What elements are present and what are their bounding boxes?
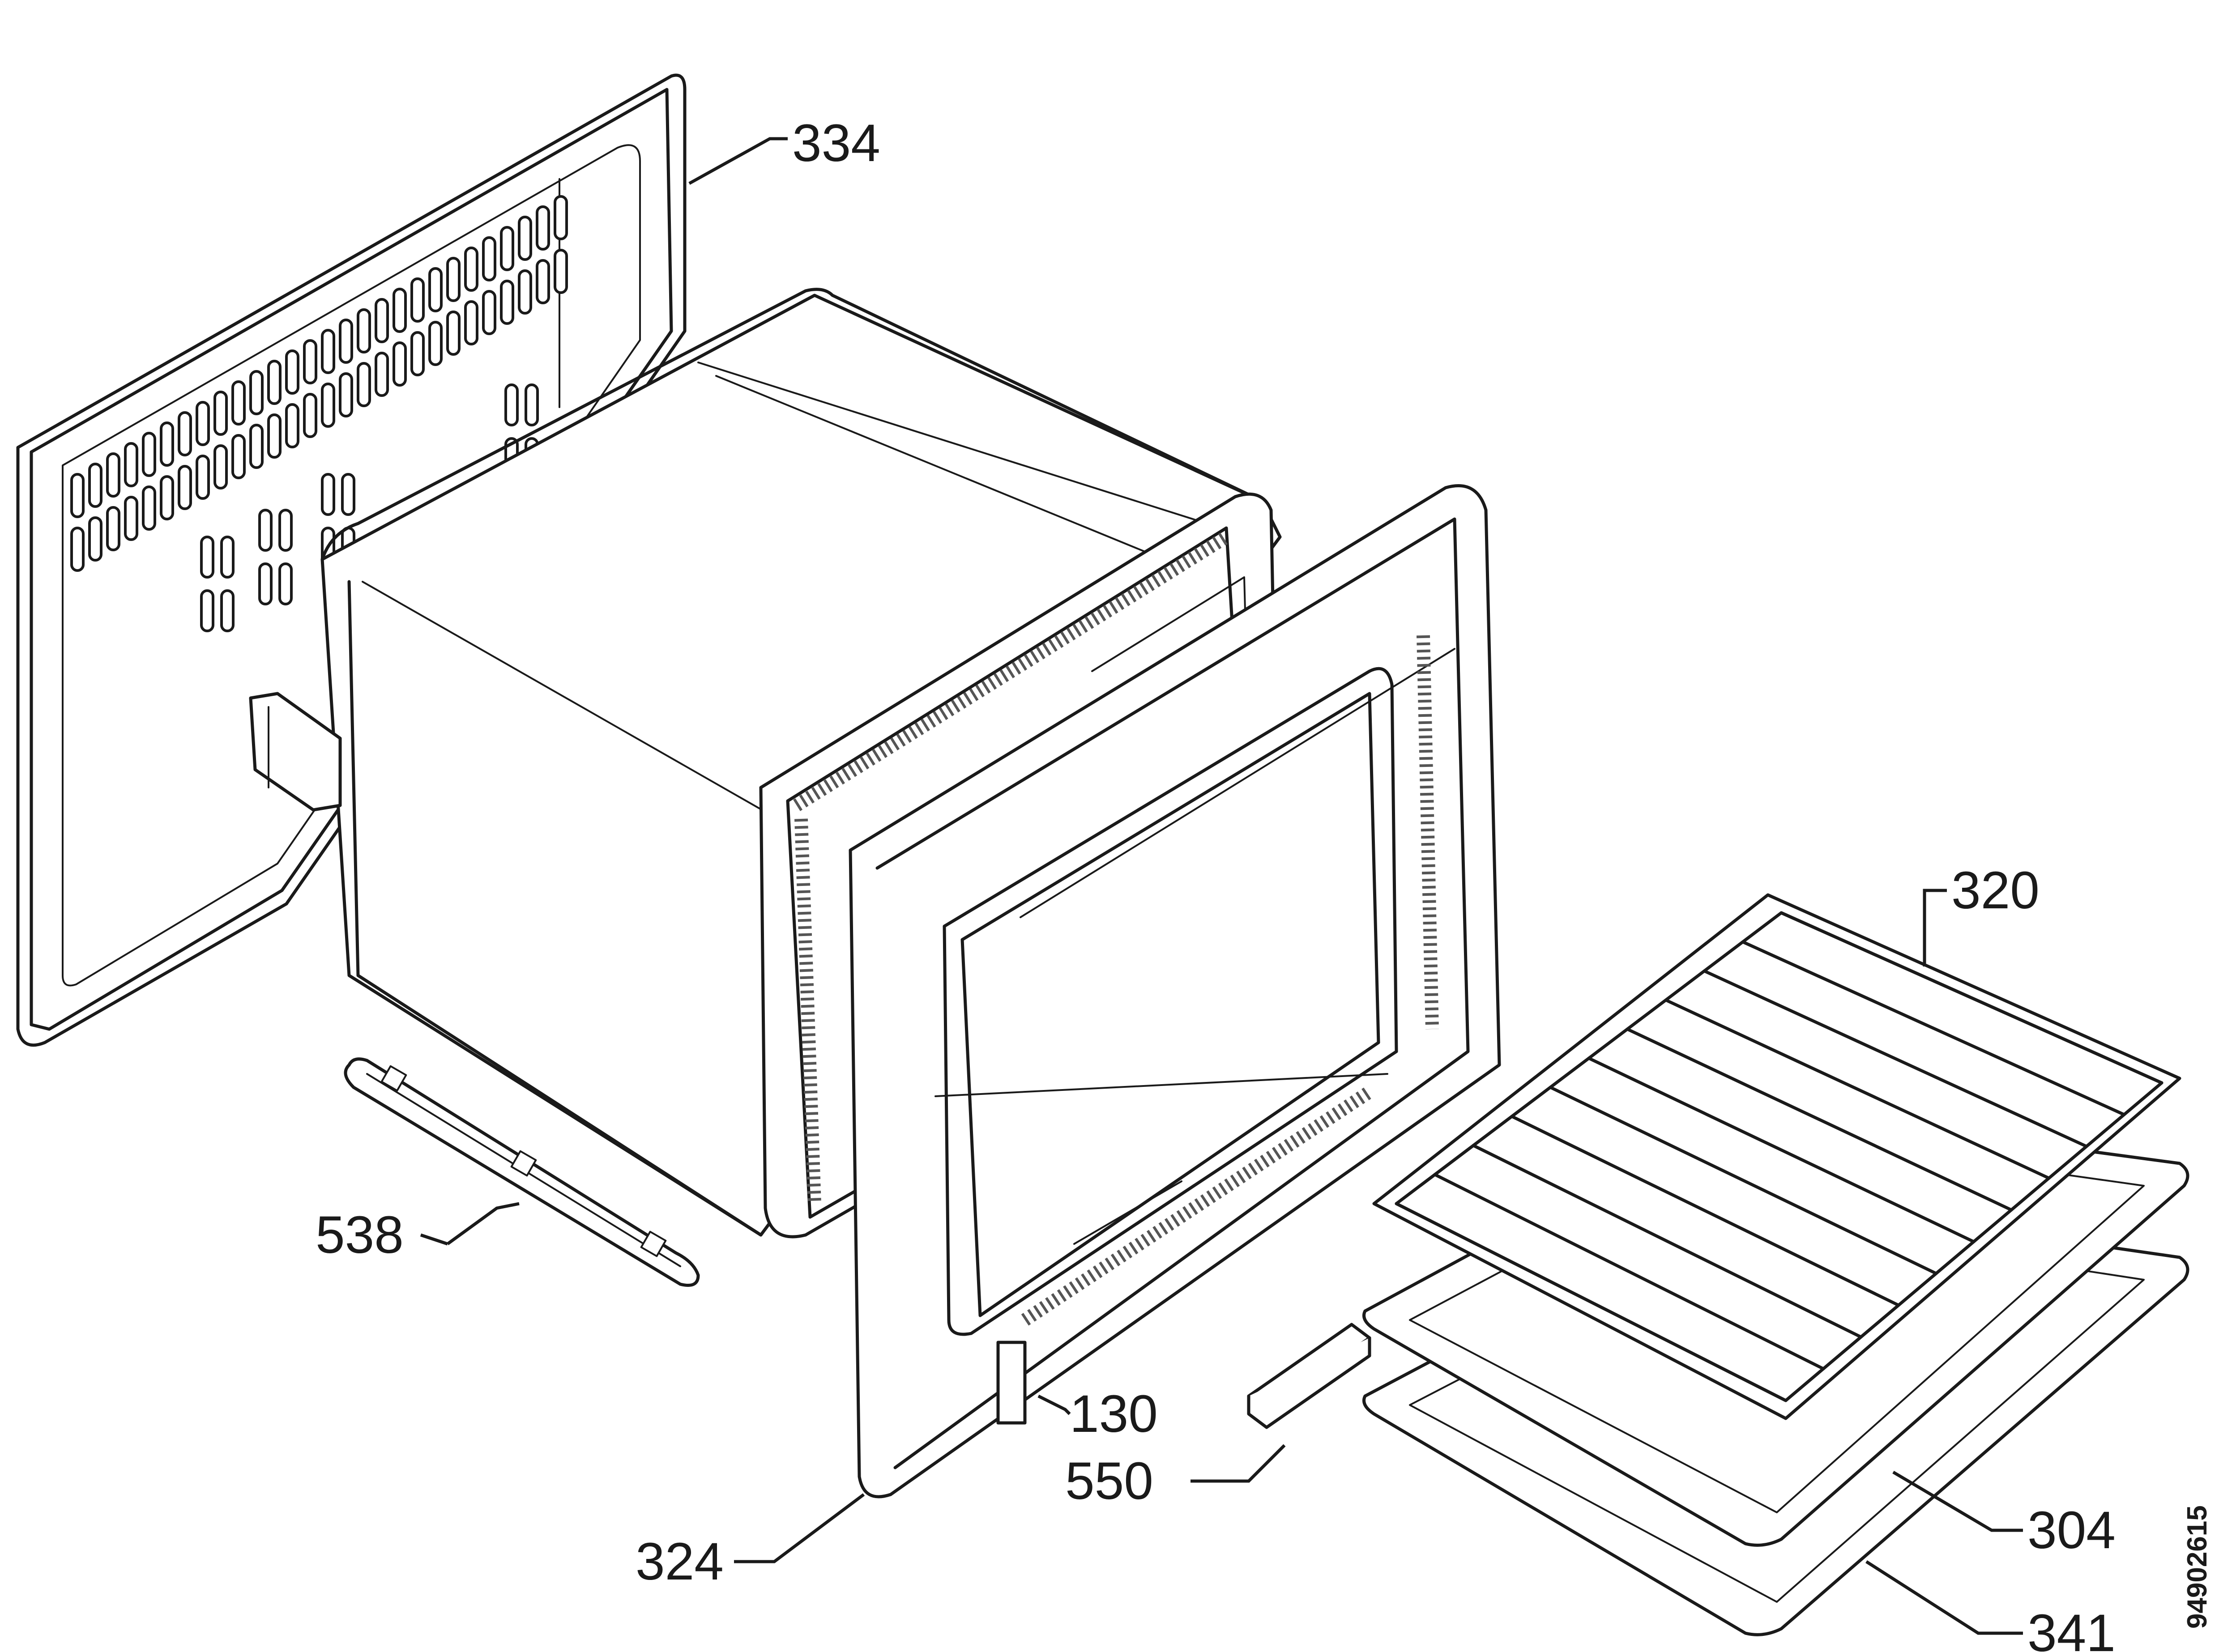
shelf-bar xyxy=(1587,1056,1976,1243)
vent-slot xyxy=(178,411,192,456)
vent-slot xyxy=(213,444,228,490)
vent-slot xyxy=(258,509,273,552)
vent-slot xyxy=(339,372,353,417)
vent-slot xyxy=(375,352,389,397)
vent-slot xyxy=(536,259,550,304)
vent-slot xyxy=(278,562,293,605)
vent-slot xyxy=(464,247,478,292)
vent-slot xyxy=(196,455,210,500)
vent-slot xyxy=(231,380,246,426)
shelf-bar xyxy=(1741,940,2126,1116)
callout-320: 320 xyxy=(1951,861,2040,920)
vent-slot xyxy=(231,434,246,479)
vent-slot xyxy=(213,391,228,436)
strip-550 xyxy=(1247,1323,1371,1429)
vent-slot xyxy=(482,236,496,281)
callout-341: 341 xyxy=(2027,1604,2116,1652)
shelf-bar xyxy=(1626,1027,2013,1212)
shelf-bar xyxy=(1703,969,2088,1148)
vent-slot xyxy=(249,370,264,415)
vent-slot xyxy=(464,300,478,345)
vent-slot xyxy=(525,383,539,426)
shelf-bar xyxy=(1664,998,2051,1180)
shelf-bars xyxy=(1395,911,2164,1402)
document-id: 94902615 xyxy=(2182,1505,2213,1629)
vent-slot xyxy=(258,562,273,605)
vent-slot xyxy=(518,216,532,261)
vent-slot xyxy=(124,442,138,487)
vent-slot xyxy=(321,383,335,428)
vent-slot xyxy=(278,509,293,552)
vent-slot xyxy=(249,424,264,469)
vent-slot xyxy=(446,257,461,302)
shelf-bar xyxy=(1433,1173,1825,1371)
vent-slot xyxy=(220,536,235,579)
vent-slot xyxy=(482,290,496,335)
shelf-bar xyxy=(1779,911,2164,1085)
vent-slot xyxy=(393,288,407,333)
vent-slot xyxy=(267,360,282,405)
vent-slot xyxy=(554,195,568,240)
shelf-bar xyxy=(1472,1144,1863,1339)
rail-538 xyxy=(344,1057,700,1287)
wire-shelf-320 xyxy=(1372,893,2181,1420)
vent-slot xyxy=(446,311,461,356)
vent-slot xyxy=(321,329,335,374)
vent-slot xyxy=(321,473,335,516)
vent-slot xyxy=(357,308,371,353)
callout-538: 538 xyxy=(316,1205,404,1265)
vent-slot xyxy=(393,341,407,387)
vent-slot xyxy=(504,383,519,426)
vent-slot xyxy=(375,298,389,343)
vent-slot xyxy=(124,496,138,541)
vent-slot xyxy=(70,527,85,572)
vent-slot xyxy=(339,319,353,364)
vent-slot xyxy=(500,226,514,271)
vent-slot xyxy=(500,280,514,325)
vent-slot xyxy=(70,473,85,518)
leader-lines xyxy=(420,137,2023,1635)
shelf-bar xyxy=(1395,1202,1788,1402)
vent-slot xyxy=(428,267,443,312)
vent-slot xyxy=(160,422,174,467)
vent-slot xyxy=(518,269,532,315)
vent-slot xyxy=(196,401,210,446)
vent-slot xyxy=(142,432,156,477)
front-frame-324 xyxy=(849,484,1501,1499)
vent-slot xyxy=(554,249,568,294)
vent-slots xyxy=(70,195,568,632)
callout-324: 324 xyxy=(636,1532,724,1591)
shelf-bar xyxy=(1549,1086,1938,1275)
vent-slot xyxy=(410,331,425,376)
callout-130: 130 xyxy=(1070,1384,1158,1443)
vent-slot xyxy=(357,362,371,407)
vent-slot xyxy=(303,393,317,438)
vent-slot xyxy=(220,589,235,632)
vent-slot xyxy=(106,452,120,498)
vent-slot xyxy=(410,277,425,323)
vent-slot xyxy=(88,516,102,562)
callout-304: 304 xyxy=(2027,1501,2116,1560)
vent-slot xyxy=(303,339,317,384)
vent-slot xyxy=(142,485,156,531)
vent-slot xyxy=(200,536,214,579)
vent-slot xyxy=(200,589,214,632)
vent-slot xyxy=(88,463,102,508)
vent-slot xyxy=(341,473,355,516)
vent-slot xyxy=(160,475,174,520)
callout-334: 334 xyxy=(792,114,880,173)
vent-slot xyxy=(536,205,550,251)
vent-slot xyxy=(285,349,299,395)
shelf-bar xyxy=(1510,1115,1900,1307)
callout-550: 550 xyxy=(1065,1452,1153,1511)
vent-slot xyxy=(428,321,443,366)
vent-slot xyxy=(178,465,192,510)
vent-slot xyxy=(267,413,282,459)
vent-slot xyxy=(106,506,120,551)
vent-slot xyxy=(285,403,299,448)
